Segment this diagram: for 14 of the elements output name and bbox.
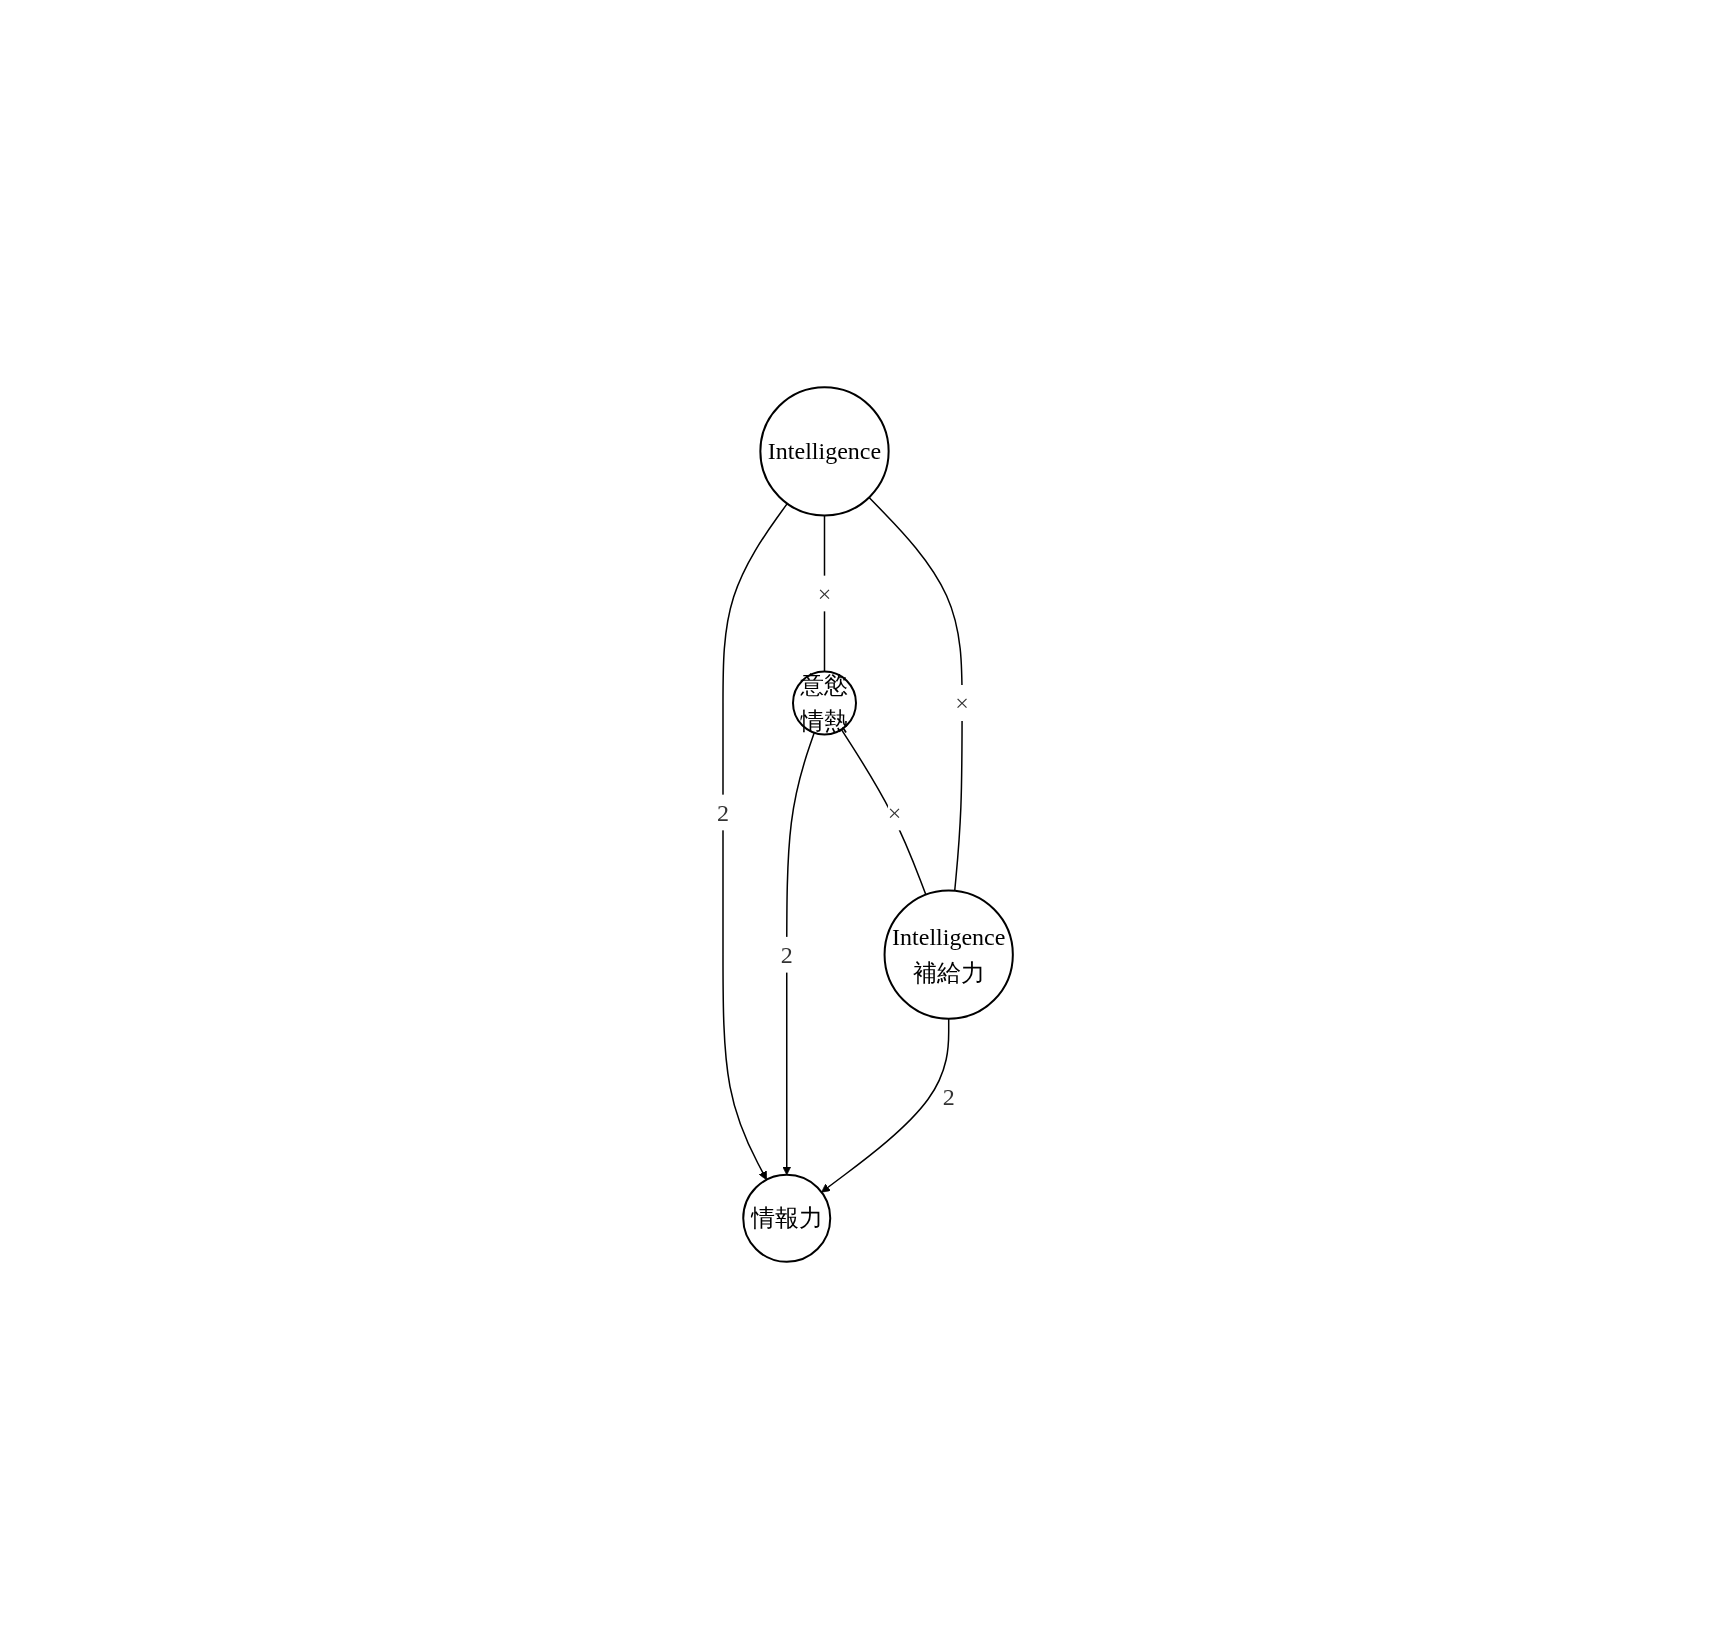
connector <box>868 496 963 892</box>
edge-label: × <box>887 799 902 826</box>
edge-label: 2 <box>942 1083 955 1110</box>
edge-label: 2 <box>780 941 793 968</box>
node-circle: 情報力 <box>742 1173 832 1263</box>
edge-label: × <box>817 580 832 607</box>
arrow <box>821 1018 950 1193</box>
arrow <box>782 732 816 1176</box>
node-circle: Intelligence <box>759 386 890 517</box>
edge-label: × <box>955 690 969 716</box>
node-circle: Intelligence 補給力 <box>883 889 1014 1020</box>
edge-label: 2 <box>717 799 730 826</box>
arrow <box>722 502 789 1181</box>
connector <box>840 728 927 896</box>
